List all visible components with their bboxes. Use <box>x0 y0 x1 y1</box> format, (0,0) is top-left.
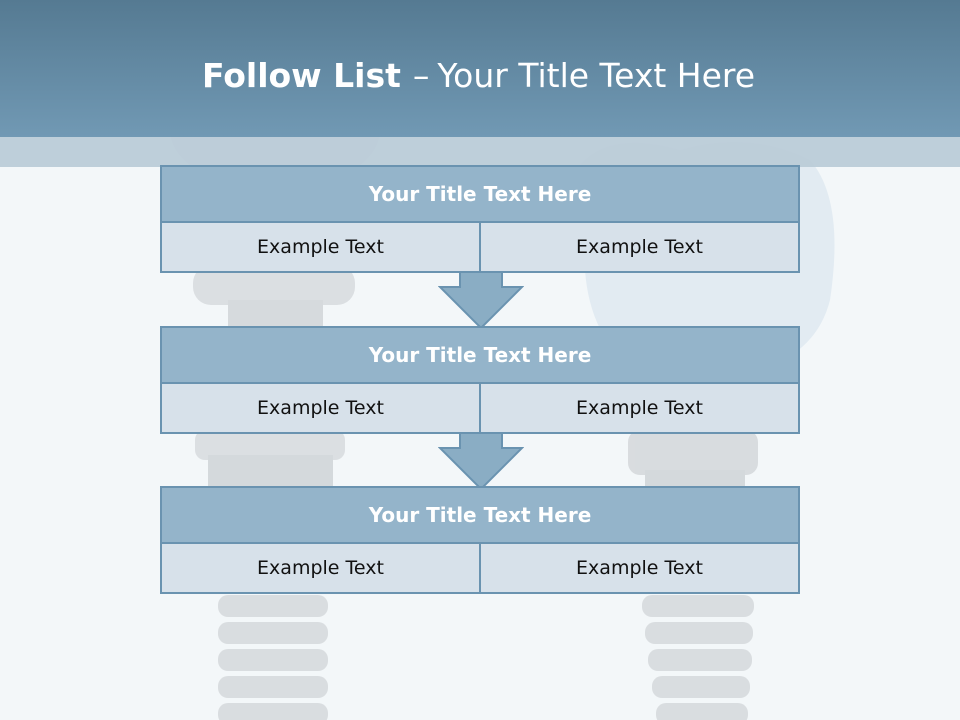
slide-header <box>0 0 960 137</box>
header-strip <box>0 137 960 167</box>
slide-title-bold: Follow List <box>202 56 401 95</box>
follow-step-3: Your Title Text Here Example Text Exampl… <box>160 486 800 594</box>
follow-step-2: Your Title Text Here Example Text Exampl… <box>160 326 800 434</box>
step-cell-right[interactable]: Example Text <box>479 223 798 271</box>
step-row: Example Text Example Text <box>160 223 800 273</box>
step-title[interactable]: Your Title Text Here <box>160 486 800 544</box>
slide-title-rest: Your Title Text Here <box>437 56 756 95</box>
slide-title: Follow List–Your Title Text Here <box>202 54 755 98</box>
step-cell-left[interactable]: Example Text <box>257 236 384 258</box>
step-cell-right[interactable]: Example Text <box>479 544 798 592</box>
down-arrow-icon <box>438 431 524 491</box>
down-arrow-icon <box>438 270 524 330</box>
step-title[interactable]: Your Title Text Here <box>160 165 800 223</box>
step-title[interactable]: Your Title Text Here <box>160 326 800 384</box>
step-cell-left[interactable]: Example Text <box>257 557 384 579</box>
slide-title-dash: – <box>412 56 430 95</box>
step-cell-right[interactable]: Example Text <box>479 384 798 432</box>
step-row: Example Text Example Text <box>160 544 800 594</box>
step-cell-left[interactable]: Example Text <box>257 397 384 419</box>
step-row: Example Text Example Text <box>160 384 800 434</box>
follow-step-1: Your Title Text Here Example Text Exampl… <box>160 165 800 273</box>
